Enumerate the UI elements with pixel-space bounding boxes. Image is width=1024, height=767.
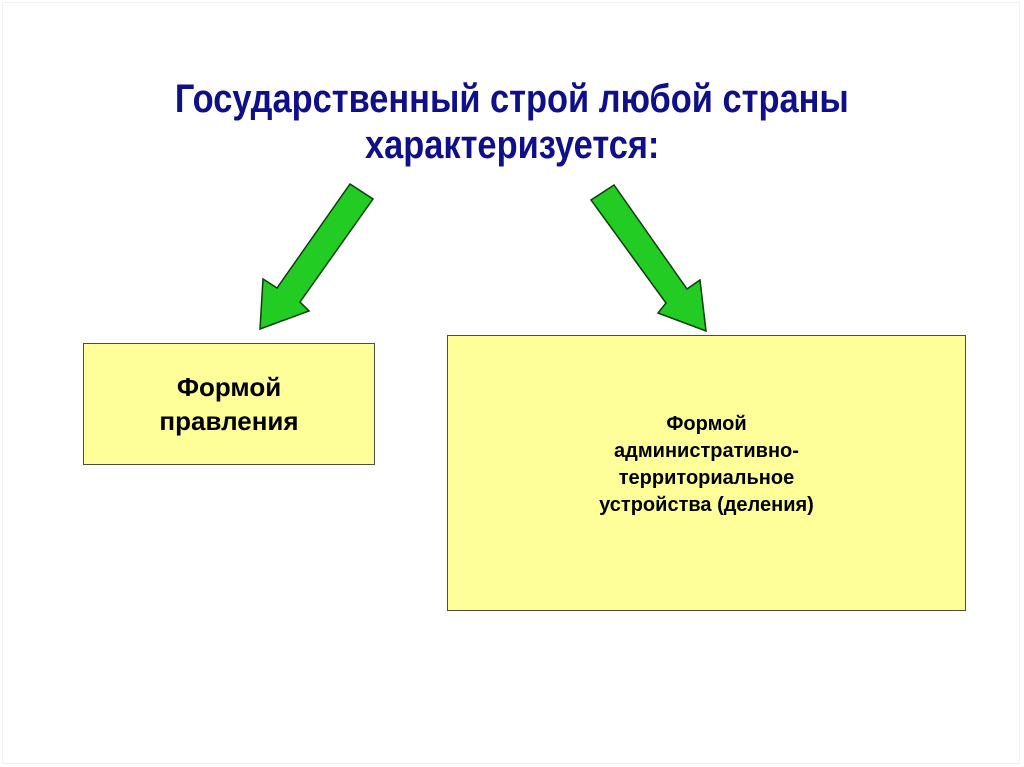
box-text-line: устройства (деления) xyxy=(599,494,814,516)
title-text: Государственный строй любой страны xyxy=(175,77,849,121)
box-text-line: Формой xyxy=(176,372,282,402)
territorial-structure-box: Формой административно- территориальное … xyxy=(447,335,966,611)
arrow-down-left-icon xyxy=(259,182,375,331)
slide-title-line-1: Государственный строй любой страны xyxy=(0,76,1024,122)
box-text-line: правления xyxy=(159,406,299,436)
box-text-line: административно- xyxy=(614,440,799,462)
title-text: характеризуется: xyxy=(364,123,660,167)
slide-title-line-2: характеризуется: xyxy=(0,122,1024,168)
arrow-down-right-icon xyxy=(589,183,707,333)
box-text-line: Формой xyxy=(666,413,747,435)
form-of-government-box: Формой правления xyxy=(83,343,375,465)
box-text-line: территориальное xyxy=(618,467,795,489)
